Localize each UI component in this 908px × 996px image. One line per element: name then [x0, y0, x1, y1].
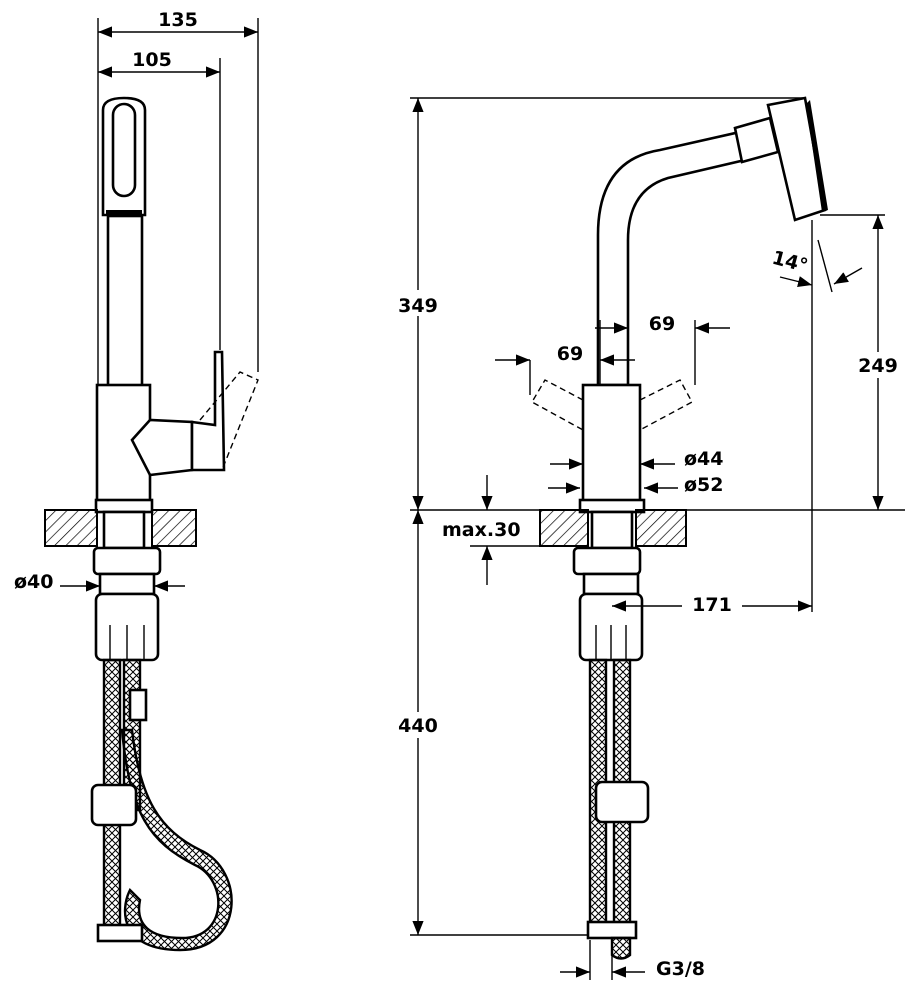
spout: [596, 130, 747, 387]
hose-clamp: [90, 783, 138, 827]
dim-max-counter-thickness: max.30: [442, 519, 521, 541]
dim-shank-diameter: ø40: [14, 571, 54, 593]
dim-hose-length: 440: [398, 715, 438, 737]
dim-handle-swing-left: 69: [557, 343, 583, 365]
dim-connection-thread: G3/8: [656, 958, 705, 980]
front-view: 349 440 69 69 ø44 ø52: [396, 96, 905, 980]
dim-height-above-counter: 349: [398, 295, 438, 317]
hose-clamp-front: [594, 780, 650, 824]
dim-width-handle: 105: [132, 49, 172, 71]
dim-spout-outlet-height: 249: [858, 355, 898, 377]
dim-base-diameter: ø52: [684, 474, 724, 496]
pull-out-hose: [120, 728, 233, 952]
dim-spout-reach: 171: [692, 594, 732, 616]
side-view: 135 105 ø40: [14, 9, 259, 952]
dim-handle-swing-right: 69: [649, 313, 675, 335]
dim-spray-angle: 14°: [770, 247, 810, 278]
faucet-body-front: [581, 383, 642, 503]
spout-tube: [106, 214, 144, 388]
dim-width-total: 135: [158, 9, 198, 31]
dim-body-diameter: ø44: [684, 448, 724, 470]
lever-handle: [190, 350, 226, 472]
countertop-front: [539, 509, 589, 547]
countertop: [44, 509, 98, 547]
